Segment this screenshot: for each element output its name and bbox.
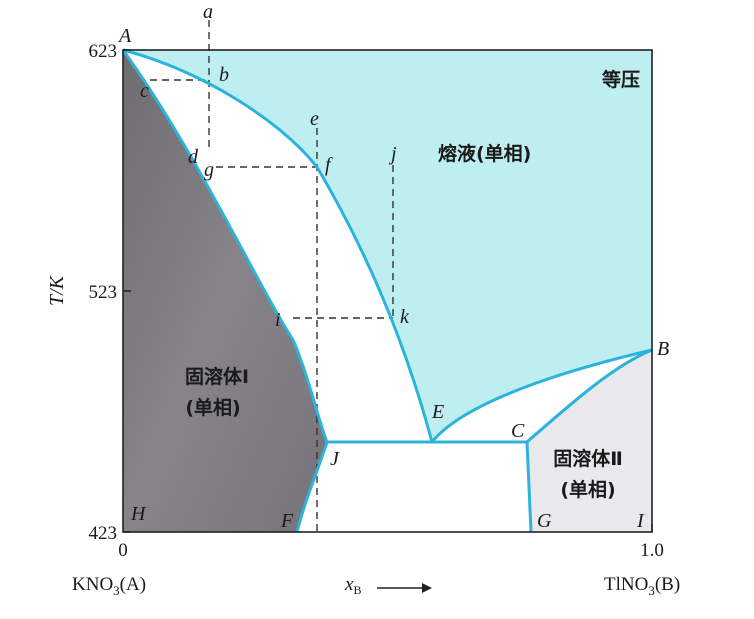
x-tick-0: 0 <box>118 540 128 561</box>
component-a-label: KNO3(A) <box>72 574 146 598</box>
solidus-CB <box>526 348 653 444</box>
point-i: i <box>275 309 281 331</box>
point-B: B <box>657 338 669 360</box>
liquid-region <box>123 50 652 442</box>
liquidus-EB <box>430 348 653 443</box>
solid2-label-line1: 固溶体Ⅱ <box>553 447 623 470</box>
x-axis-label: xB <box>344 574 361 597</box>
solid-solution-1-region <box>123 50 327 532</box>
y-tick-423: 423 <box>89 523 118 544</box>
point-b: b <box>219 64 229 86</box>
point-j: j <box>388 143 397 165</box>
point-G: G <box>537 510 552 532</box>
x-axis-arrow <box>377 583 432 593</box>
x-tick-1: 1.0 <box>640 540 664 561</box>
pressure-label: 等压 <box>601 68 640 91</box>
point-H: H <box>130 503 147 525</box>
point-e: e <box>310 108 319 130</box>
liquid-region-label: 熔液(单相) <box>438 142 531 165</box>
solid1-label-line1: 固溶体Ⅰ <box>185 365 249 388</box>
solvus-JF <box>295 441 329 533</box>
point-a: a <box>203 1 213 23</box>
point-A: A <box>117 25 132 47</box>
liquidus-AE <box>122 48 434 443</box>
y-tick-623: 623 <box>89 41 118 62</box>
point-g: g <box>204 159 214 181</box>
y-axis-label: T/K <box>46 274 68 306</box>
point-k: k <box>400 306 410 328</box>
point-C: C <box>511 420 525 442</box>
point-F: F <box>280 510 294 532</box>
point-f: f <box>325 154 333 176</box>
point-E: E <box>431 401 444 423</box>
y-tick-523: 523 <box>89 282 118 303</box>
tick-marks <box>123 49 653 533</box>
point-I: I <box>636 510 645 532</box>
phase-boundaries <box>121 48 653 533</box>
point-J: J <box>330 448 340 470</box>
solid2-label-line2: (单相) <box>560 478 615 501</box>
solidus-AJ <box>121 49 329 443</box>
solvus-CG <box>525 441 533 533</box>
solid1-label-line2: (单相) <box>185 396 240 419</box>
point-c: c <box>140 80 149 102</box>
solid-solution-2-region <box>527 350 652 532</box>
component-b-label: TlNO3(B) <box>604 574 680 598</box>
point-d: d <box>188 146 199 168</box>
